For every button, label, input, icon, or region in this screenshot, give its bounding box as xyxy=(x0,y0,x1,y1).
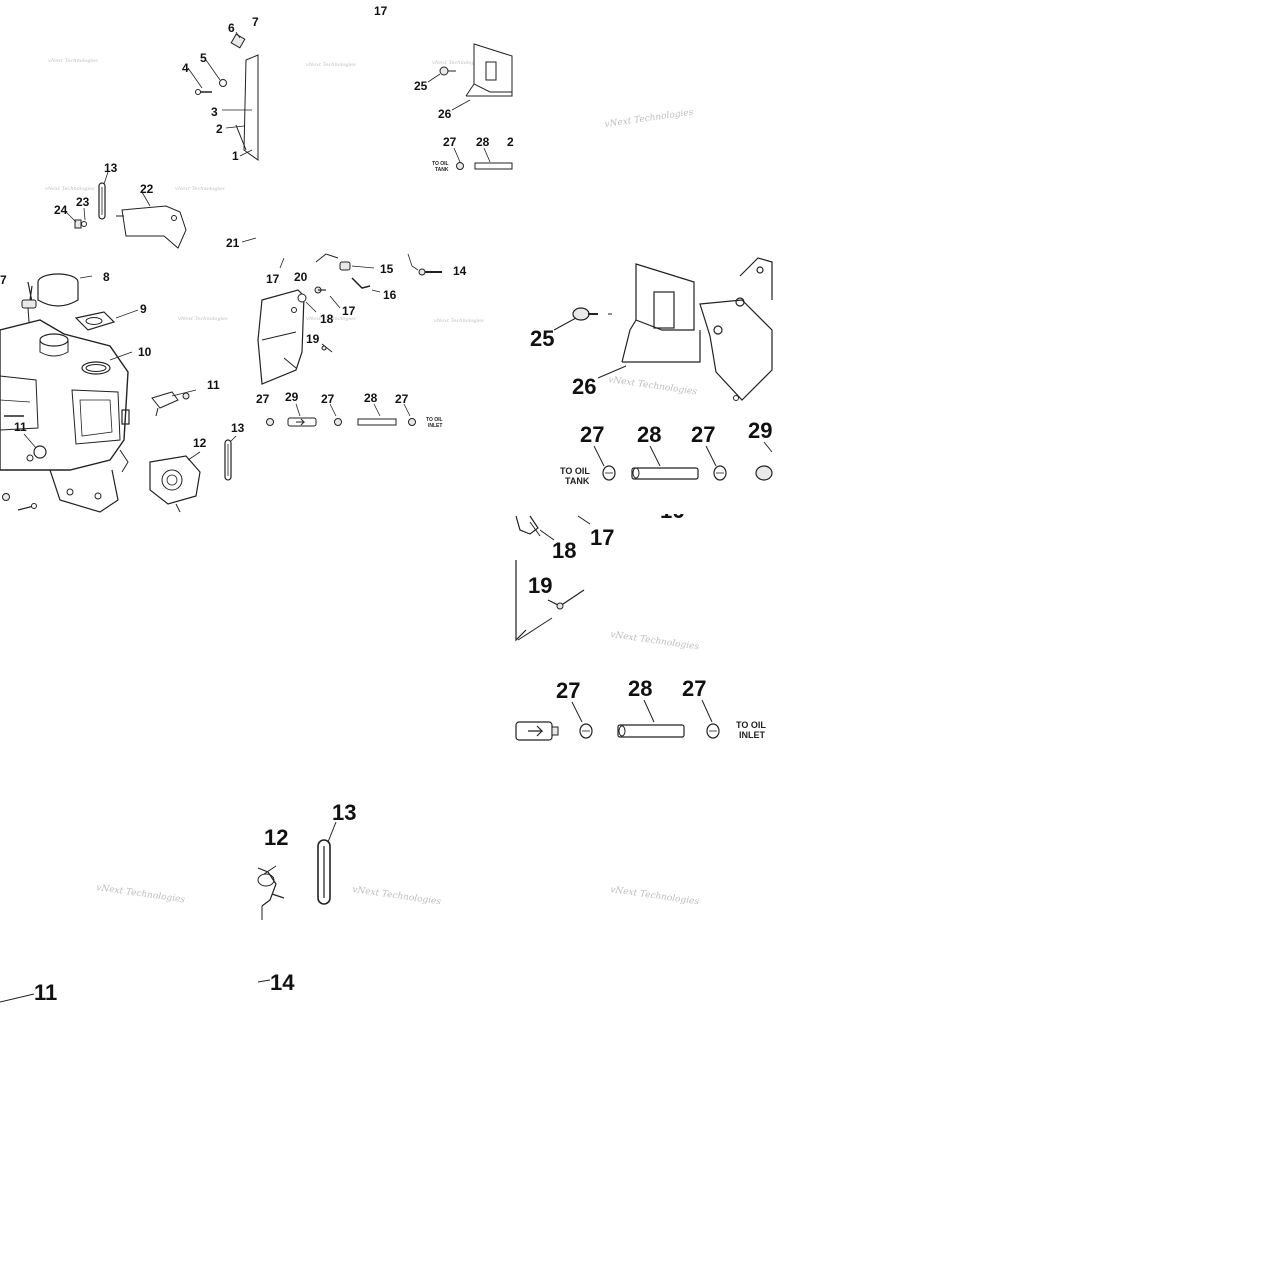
callout-27: 27 xyxy=(321,392,335,406)
note-to-oil-tank-zoom-line1: TO OIL xyxy=(560,466,590,476)
callout-7-cut-left: 7 xyxy=(0,273,7,287)
callout-1: 1 xyxy=(232,149,239,163)
watermark: vNext Technologies xyxy=(432,60,482,66)
tile-fitting-zoom: 11 xyxy=(0,980,57,1005)
callout-14: 14 xyxy=(453,264,467,278)
watermark: vNext Technologies xyxy=(306,62,356,68)
tile-oil-tank: 13 22 23 24 21 7 8 9 10 11 11 12 13 xyxy=(0,161,257,513)
callout-28-zoom-b: 28 xyxy=(628,676,652,701)
note-to-oil-tank-line2: TANK xyxy=(435,167,449,173)
tile-bracket-small: 25 26 27 28 2 TO OIL TANK xyxy=(414,43,514,173)
tile-oil-lines-zoom: 16 17 18 19 27 28 27 TO OIL INLET xyxy=(515,498,766,741)
callout-14-zoom: 14 xyxy=(270,970,295,995)
callout-27-zoom-b: 27 xyxy=(691,422,715,447)
callout-19-zoom: 19 xyxy=(528,573,552,598)
callout-27-zoom-c: 27 xyxy=(556,678,580,703)
tile-oil-lines: 14 15 16 17 17 18 19 20 27 29 27 28 27 T… xyxy=(256,253,467,429)
callout-12-zoom: 12 xyxy=(264,825,288,850)
callout-18-zoom: 18 xyxy=(552,538,576,563)
callout-23: 23 xyxy=(76,195,90,209)
callout-27-cut: 27 xyxy=(256,392,270,406)
callout-26: 26 xyxy=(438,107,452,121)
callout-11-left: 11 xyxy=(14,420,27,434)
callout-28: 28 xyxy=(476,135,490,149)
note-to-oil-tank-zoom-line2: TANK xyxy=(565,476,590,486)
callout-28: 28 xyxy=(364,391,378,405)
callout-13-lower: 13 xyxy=(231,421,245,435)
callout-16-zoom-cut: 16 xyxy=(660,498,684,523)
callout-29-zoom: 29 xyxy=(748,418,772,443)
callout-19: 19 xyxy=(306,332,320,346)
note-to-oil-inlet-zoom-line1: TO OIL xyxy=(736,720,766,730)
callout-26-zoom: 26 xyxy=(572,374,596,399)
callout-10: 10 xyxy=(138,345,152,359)
note-to-oil-inlet-line1: TO OIL xyxy=(426,417,443,423)
callout-11-zoom: 11 xyxy=(34,980,57,1005)
watermark: vNext Technologies xyxy=(352,885,442,907)
callout-27-zoom-d: 27 xyxy=(682,676,706,701)
callout-15: 15 xyxy=(380,262,394,276)
note-to-oil-inlet-zoom-line2: INLET xyxy=(739,730,766,740)
callout-13: 13 xyxy=(104,161,118,175)
watermark: vNext Technologies xyxy=(306,316,356,322)
callout-3: 3 xyxy=(211,105,218,119)
callout-27-b: 27 xyxy=(395,392,409,406)
callout-21: 21 xyxy=(226,236,240,250)
callout-17: 17 xyxy=(374,4,388,18)
watermark: vNext Technologies xyxy=(434,318,484,324)
callout-28-zoom: 28 xyxy=(637,422,661,447)
tile-mount-hardware: 1 2 3 4 5 6 7 17 xyxy=(182,4,388,163)
watermark: vNext Technologies xyxy=(48,58,98,64)
callout-25: 25 xyxy=(414,79,428,93)
callout-17-lower: 17 xyxy=(342,304,356,318)
callout-13-zoom: 13 xyxy=(332,800,356,825)
callout-9: 9 xyxy=(140,302,147,316)
callout-6: 6 xyxy=(228,21,235,35)
tile-gauge-zoom: 12 13 14 xyxy=(257,800,356,995)
callout-12: 12 xyxy=(193,436,207,450)
watermark: vNext Technologies xyxy=(610,885,700,907)
callout-27-zoom: 27 xyxy=(580,422,604,447)
callout-24: 24 xyxy=(54,203,68,217)
callout-11: 11 xyxy=(207,378,220,392)
watermark: vNext Technologies xyxy=(608,375,698,397)
callout-20: 20 xyxy=(294,270,308,284)
callout-7-cut: 7 xyxy=(252,15,259,29)
callout-5: 5 xyxy=(200,51,207,65)
note-to-oil-inlet-line2: INLET xyxy=(428,423,442,429)
callout-22: 22 xyxy=(140,182,154,196)
tile-bracket-zoom: 25 26 27 28 27 29 TO OIL TANK xyxy=(530,257,773,486)
callout-8: 8 xyxy=(103,270,110,284)
callout-2: 2 xyxy=(216,122,223,136)
callout-27: 27 xyxy=(443,135,457,149)
callout-2-cut: 2 xyxy=(507,135,514,149)
watermark: vNext Technologies xyxy=(178,316,228,322)
watermark: vNext Technologies xyxy=(45,186,95,192)
callout-16: 16 xyxy=(383,288,397,302)
watermark: vNext Technologies xyxy=(175,186,225,192)
callout-18: 18 xyxy=(320,312,334,326)
watermark: vNext Technologies xyxy=(604,108,694,130)
callout-17-upper: 17 xyxy=(266,272,280,286)
callout-29: 29 xyxy=(285,390,299,404)
watermark: vNext Technologies xyxy=(610,630,700,652)
watermark: vNext Technologies xyxy=(96,883,186,905)
note-to-oil-tank-line1: TO OIL xyxy=(432,161,449,167)
callout-4: 4 xyxy=(182,61,189,75)
callout-25-zoom: 25 xyxy=(530,326,554,351)
callout-17-zoom: 17 xyxy=(590,525,614,550)
